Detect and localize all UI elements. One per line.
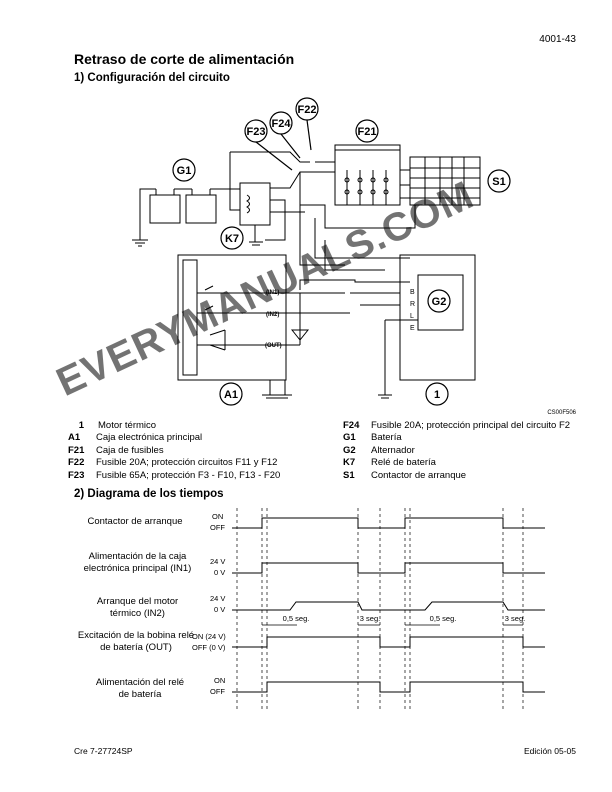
delay-label-1: 0,5 seg.: [283, 614, 310, 623]
label-F23: F23: [247, 126, 266, 138]
timing-diagram: 0,5 seg. 3 seg. 0,5 seg. 3 seg.: [232, 508, 545, 712]
label-in2: (IN2): [266, 312, 279, 318]
level-out-high: ON (24 V): [192, 632, 226, 641]
label-G2: G2: [432, 296, 447, 308]
delay-label-3: 0,5 seg.: [430, 614, 457, 623]
level-switch-on: ON: [212, 512, 224, 521]
level-relay-off: OFF: [210, 687, 225, 696]
timing-label-in1: Alimentación de la caja electrónica prin…: [83, 551, 192, 574]
label-S1: S1: [492, 176, 505, 188]
level-switch-off: OFF: [210, 523, 225, 532]
label-circle-F23: [244, 119, 268, 143]
label-circle-A1: [219, 382, 243, 406]
timing-label-switch: Contactor de arranque: [87, 516, 183, 527]
level-out-low: OFF (0 V): [192, 643, 226, 652]
figure-code: CS00F506: [547, 410, 576, 416]
label-A1: A1: [224, 389, 238, 401]
circuit-diagram: F22 F24 F23 F21 G1 S1 K7 G2 A1 1 (IN1) (…: [132, 97, 577, 416]
timing-label-out: Excitación de la bobina relé de batería …: [77, 630, 195, 653]
label-K7: K7: [225, 233, 239, 245]
label-circle-1: [425, 382, 449, 406]
battery-1: [149, 194, 181, 224]
terminal-B: B: [410, 289, 415, 296]
terminal-E: E: [410, 325, 415, 332]
footer-doc-code: Cre 7-27724SP: [74, 746, 133, 756]
label-circle-G2: [427, 289, 451, 313]
level-in2-high: 24 V: [210, 594, 226, 603]
label-out: (OUT): [265, 343, 282, 349]
label-circle-S1: [487, 169, 511, 193]
terminal-R: R: [410, 301, 415, 308]
level-relay-on: ON: [214, 676, 226, 685]
level-in1-high: 24 V: [210, 557, 226, 566]
timing-label-relay: Alimentación del relé de batería: [95, 677, 185, 700]
label-F22: F22: [298, 104, 317, 116]
section-timing-heading: 2) Diagrama de los tiempos: [74, 488, 224, 500]
page-number: 4001-43: [539, 34, 576, 45]
level-in1-low: 0 V: [214, 568, 226, 577]
label-circle-F21: [355, 119, 379, 143]
level-in2-low: 0 V: [214, 605, 226, 614]
label-G1: G1: [177, 165, 192, 177]
label-in1: (IN1): [266, 290, 279, 296]
label-F21: F21: [358, 126, 377, 138]
section-circuit-heading: 1) Configuración del circuito: [74, 72, 230, 84]
terminal-L: L: [410, 313, 414, 320]
page-title: Retraso de corte de alimentación: [74, 51, 295, 67]
label-circle-K7: [220, 226, 244, 250]
delay-label-2: 3 seg.: [360, 614, 380, 623]
delay-label-4: 3 seg.: [505, 614, 525, 623]
label-F24: F24: [272, 118, 292, 130]
timing-label-in2: Arranque del motor térmico (IN2): [96, 596, 179, 619]
battery-2: [185, 194, 217, 224]
label-circle-G1: [172, 158, 196, 182]
label-1: 1: [434, 389, 440, 401]
footer-edition: Edición 05-05: [524, 746, 576, 756]
